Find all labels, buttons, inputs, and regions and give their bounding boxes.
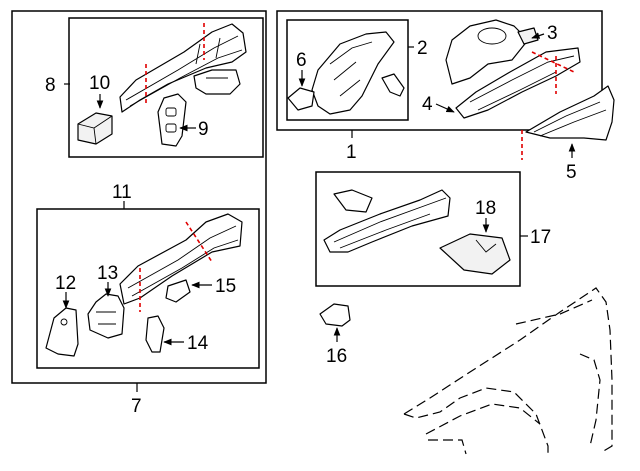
part-17-rail[interactable]	[323, 189, 451, 253]
part-8-rail[interactable]	[119, 23, 247, 113]
callout-6: 6	[296, 50, 307, 71]
callout-2: 2	[417, 38, 428, 59]
cut-line	[531, 51, 575, 73]
group-box-2	[286, 19, 409, 121]
callout-16: 16	[326, 346, 347, 367]
callout-8: 8	[45, 75, 56, 96]
group-box-8	[68, 17, 264, 158]
group-box-7	[11, 10, 267, 384]
group-box-11	[36, 208, 260, 369]
part-3-strut-tower[interactable]	[445, 19, 539, 85]
fender-outline	[403, 287, 613, 456]
cut-line	[185, 221, 213, 263]
callout-10: 10	[89, 73, 110, 94]
group-box-17	[315, 171, 521, 287]
part-17-bracket[interactable]	[333, 189, 373, 213]
part-13-panel[interactable]	[87, 293, 125, 339]
callout-14: 14	[187, 333, 209, 354]
part-2-clip[interactable]	[381, 73, 405, 97]
part-6-clip[interactable]	[287, 87, 315, 111]
leader-4	[435, 103, 455, 113]
callout-13: 13	[97, 263, 118, 284]
callout-7: 7	[131, 396, 142, 417]
callout-9: 9	[198, 119, 209, 140]
part-10-block[interactable]	[77, 112, 113, 145]
part-4-apron[interactable]	[455, 47, 581, 119]
part-12-panel[interactable]	[45, 307, 79, 357]
callout-17: 17	[530, 227, 551, 248]
callout-12: 12	[55, 273, 76, 294]
callout-18: 18	[475, 198, 496, 219]
callout-11: 11	[112, 182, 132, 203]
group-box-1	[276, 10, 603, 131]
callout-1: 1	[346, 142, 357, 163]
part-16-bracket[interactable]	[319, 303, 351, 327]
part-9-plate[interactable]	[157, 93, 187, 147]
callout-3: 3	[547, 23, 558, 44]
part-11-rail[interactable]	[119, 213, 243, 312]
part-14-bracket[interactable]	[145, 315, 165, 353]
callout-15: 15	[215, 276, 236, 297]
part-5-rail[interactable]	[521, 85, 615, 160]
part-18-bracket[interactable]	[439, 233, 511, 275]
callout-4: 4	[422, 94, 433, 115]
part-2-housing[interactable]	[311, 31, 395, 115]
part-15-bracket[interactable]	[165, 279, 191, 303]
leader-3	[531, 32, 545, 39]
part-8-bracket[interactable]	[193, 69, 241, 95]
callout-5: 5	[566, 162, 577, 183]
